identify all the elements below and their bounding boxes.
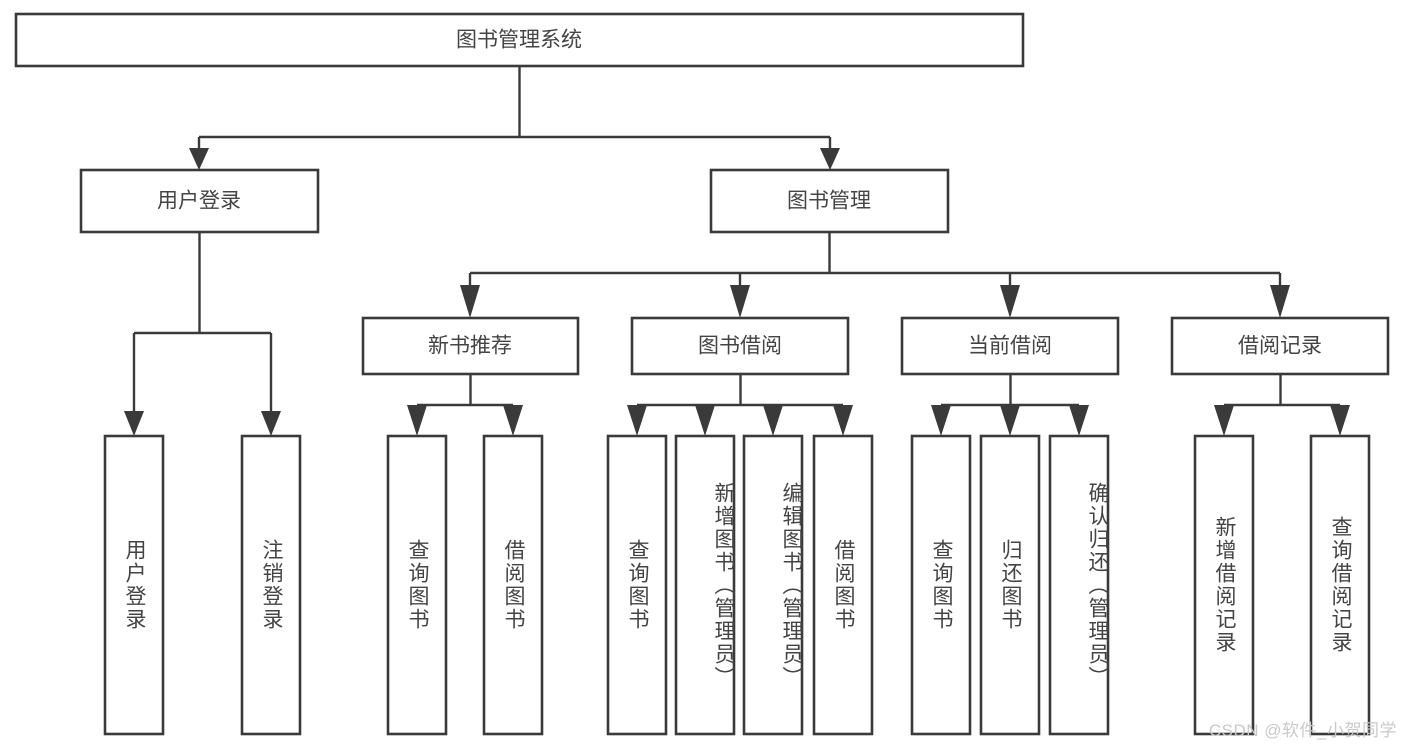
connector-layer bbox=[124, 66, 1350, 436]
node-borrow-record-label: 借阅记录 bbox=[1238, 335, 1322, 358]
leaf-box-currentborrow-query[interactable] bbox=[910, 434, 972, 736]
arrow-head-user-login bbox=[189, 148, 209, 170]
arrow-head-leaf-bookborrow-3 bbox=[763, 405, 783, 436]
node-root-label: 图书管理系统 bbox=[456, 29, 582, 52]
leaf-box-newbook-query[interactable] bbox=[386, 434, 448, 736]
leaf-box-record-add[interactable] bbox=[1193, 434, 1255, 736]
node-root-box[interactable] bbox=[14, 12, 1025, 68]
node-current-borrow-box[interactable] bbox=[900, 316, 1120, 376]
leaf-box-currentborrow-confirm[interactable] bbox=[1048, 434, 1110, 736]
arrow-head-book-mgmt bbox=[820, 148, 840, 170]
node-book-mgmt-box[interactable] bbox=[709, 168, 950, 234]
leaf-box-newbook-borrow[interactable] bbox=[482, 434, 544, 736]
arrow-head-leaf-borrowrecord-2 bbox=[1330, 405, 1350, 436]
arrow-head-leaf-currentborrow-2 bbox=[1000, 405, 1020, 436]
leaf-box-bookborrow-query[interactable] bbox=[606, 434, 668, 736]
arrow-head-current-borrow bbox=[1000, 285, 1020, 318]
node-book-borrow-label: 图书借阅 bbox=[698, 335, 782, 358]
leaf-box-record-query[interactable] bbox=[1309, 434, 1371, 736]
node-borrow-record-box[interactable] bbox=[1170, 316, 1390, 376]
csdn-watermark: CSDN @软件_小贺同学 bbox=[1208, 721, 1397, 740]
leaf-box-logout[interactable] bbox=[240, 434, 302, 736]
arrow-head-leaf-newbook-2 bbox=[503, 405, 523, 436]
arrow-head-leaf-currentborrow-1 bbox=[931, 405, 951, 436]
arrow-head-leaf-newbook-1 bbox=[407, 405, 427, 436]
node-current-borrow-label: 当前借阅 bbox=[968, 335, 1052, 358]
leaf-box-currentborrow-return[interactable] bbox=[979, 434, 1041, 736]
leaf-box-bookborrow-add[interactable] bbox=[674, 434, 736, 736]
leaf-box-user-login[interactable] bbox=[103, 434, 165, 736]
arrow-head-leaf-bookborrow-2 bbox=[695, 405, 715, 436]
node-layer: 图书管理系统 用户登录 图书管理 新书推荐 图书借阅 当前借阅 借阅记录 bbox=[14, 12, 1390, 736]
node-book-borrow-box[interactable] bbox=[630, 316, 850, 376]
arrow-head-leaf-borrowrecord-1 bbox=[1214, 405, 1234, 436]
arrow-head-leaf-user-login bbox=[124, 411, 144, 436]
leaf-box-bookborrow-edit[interactable] bbox=[742, 434, 804, 736]
arrow-head-new-book-rec bbox=[460, 285, 480, 318]
arrow-head-leaf-logout bbox=[261, 411, 281, 436]
node-book-mgmt-label: 图书管理 bbox=[787, 190, 871, 213]
leaf-box-bookborrow-borrow[interactable] bbox=[812, 434, 874, 736]
node-user-login-label: 用户登录 bbox=[157, 190, 241, 213]
node-user-login-box[interactable] bbox=[79, 168, 320, 234]
arrow-head-leaf-currentborrow-3 bbox=[1069, 405, 1089, 436]
node-new-book-rec-box[interactable] bbox=[361, 316, 580, 376]
arrow-head-leaf-bookborrow-4 bbox=[833, 405, 853, 436]
arrow-head-leaf-bookborrow-1 bbox=[627, 405, 647, 436]
arrow-head-book-borrow bbox=[730, 285, 750, 318]
node-new-book-rec-label: 新书推荐 bbox=[428, 335, 512, 358]
arrow-head-borrow-record bbox=[1270, 285, 1290, 318]
